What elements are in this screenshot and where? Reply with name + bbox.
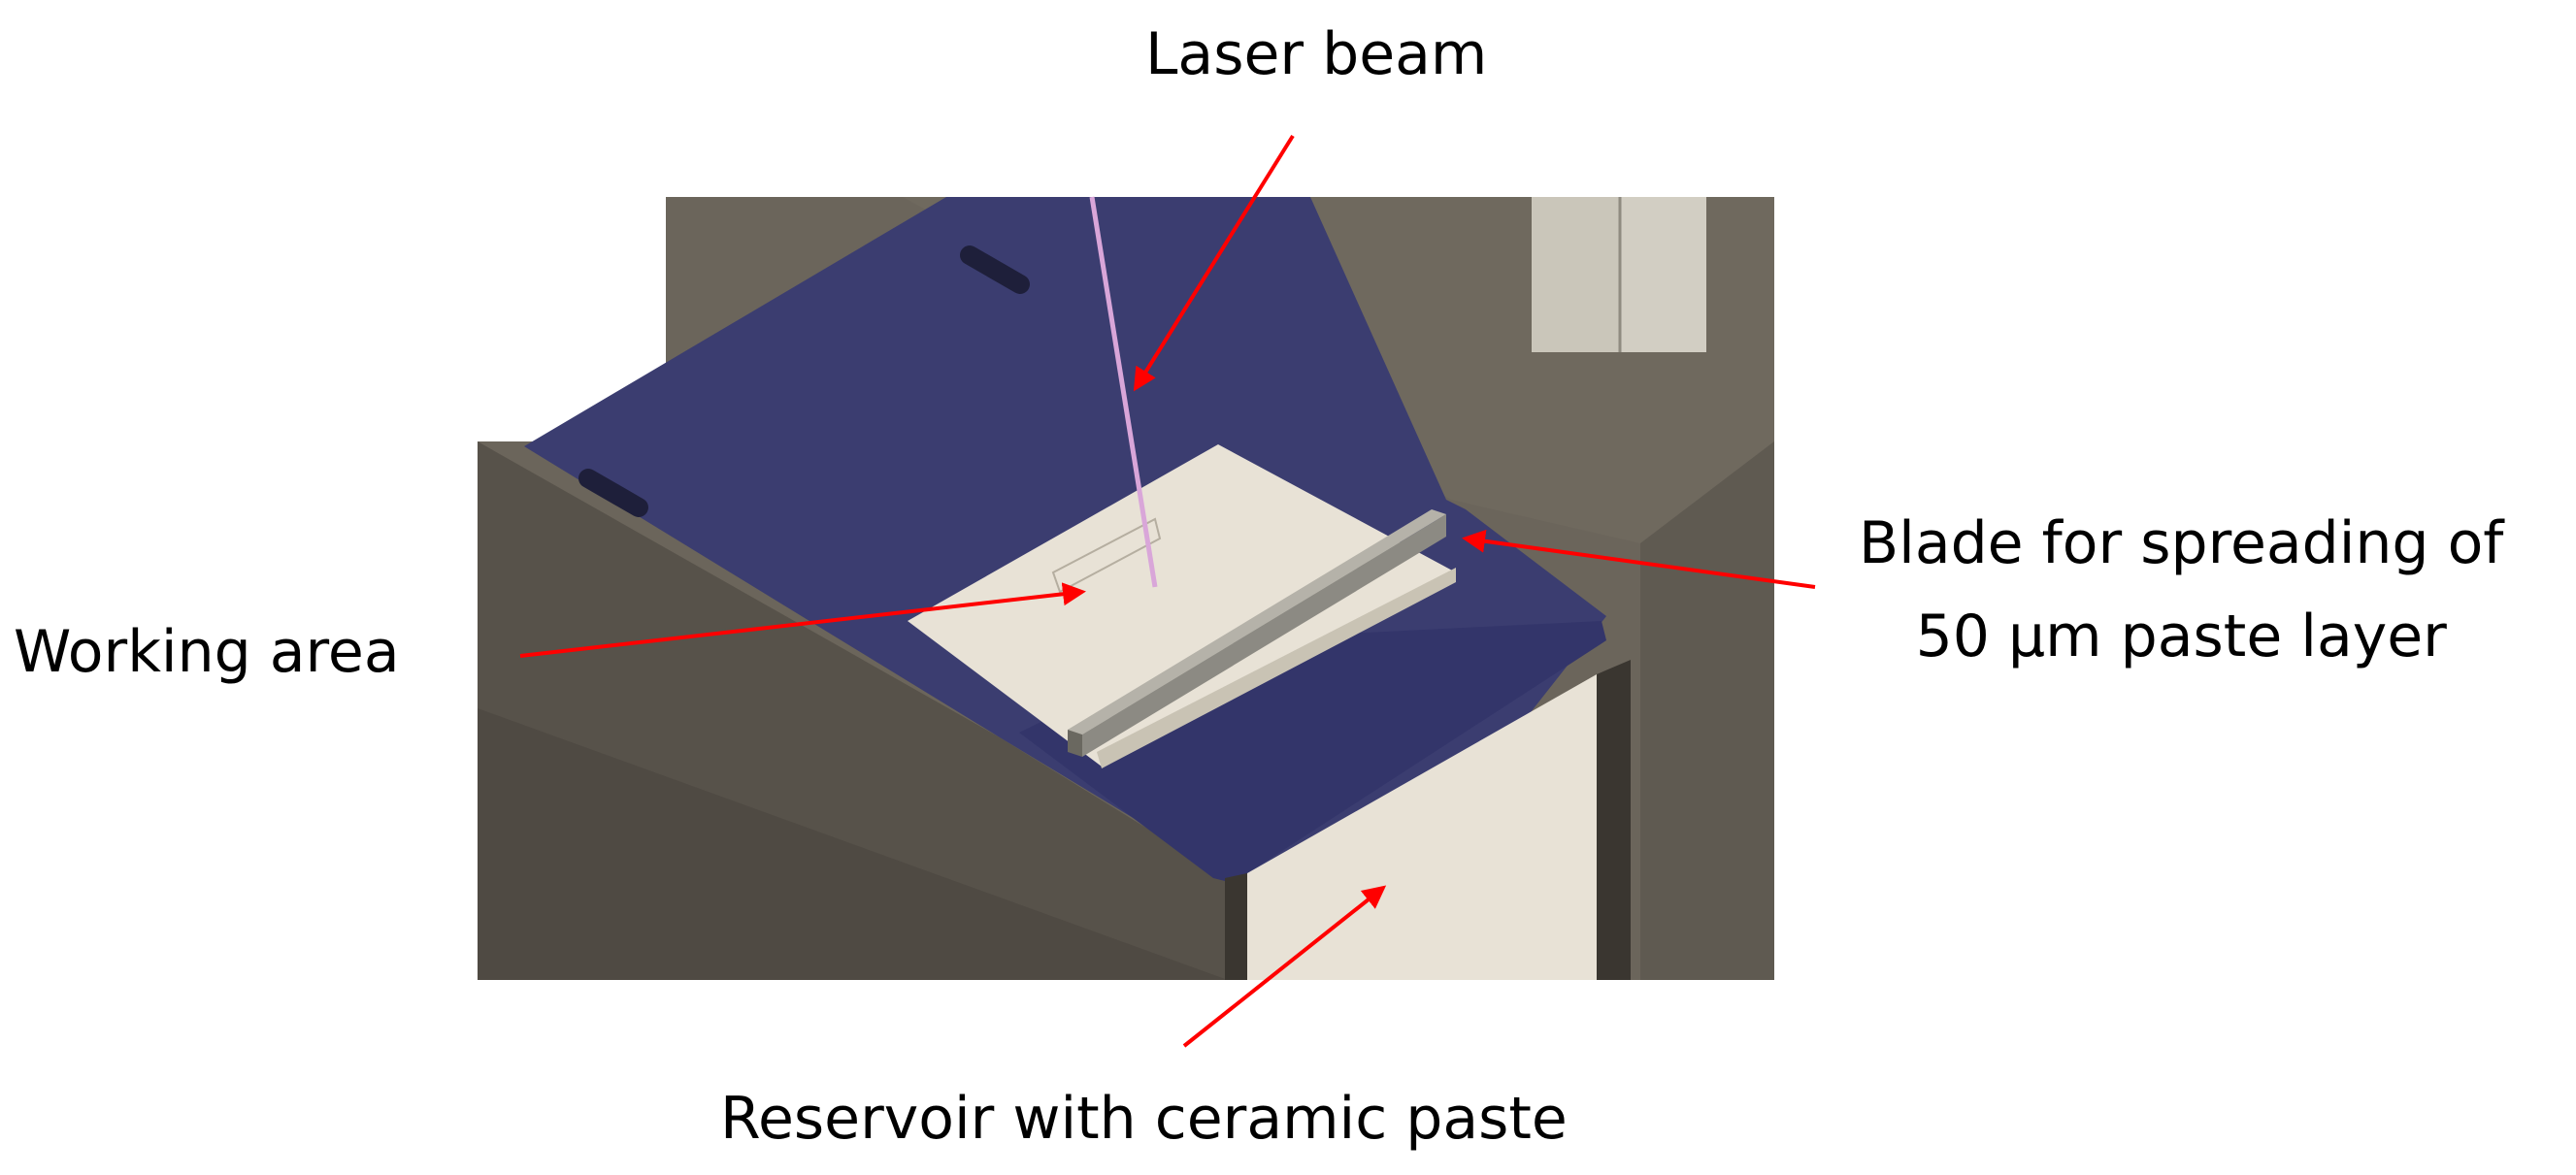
vertical-pillar-right [1621, 197, 1706, 352]
arrow-blade [1462, 529, 1816, 589]
blade-top [1068, 509, 1446, 734]
laser-beam-label: Laser beam [1145, 20, 1488, 88]
blade-label-line2: 50 µm paste layer [1915, 603, 2447, 670]
laser-beam-line [1089, 196, 1158, 588]
arrow-working-area [519, 582, 1086, 658]
blade [1068, 509, 1446, 757]
plate-slot-left [578, 469, 648, 517]
blade-long-face [1082, 514, 1446, 757]
arrow-reservoir [1182, 885, 1387, 1048]
vertical-pillar-left [1532, 197, 1619, 352]
reservoir-right-edge [1597, 660, 1631, 980]
plate-slot-top [960, 245, 1030, 294]
blade-label-line1: Blade for spreading of [1859, 509, 2504, 577]
annotation-arrows [519, 134, 1816, 1048]
paste-bed-edge [1097, 568, 1456, 768]
working-area-outline [1051, 517, 1162, 594]
reservoir [1225, 660, 1631, 980]
blade-face [1068, 730, 1082, 757]
paste-bed [908, 444, 1456, 767]
blade-label: Blade for spreading of 50 µm paste layer [1859, 497, 2503, 683]
working-area [908, 444, 1456, 768]
machine-front-lower [478, 708, 1228, 980]
reservoir-front [1247, 674, 1597, 980]
reservoir-label: Reservoir with ceramic paste [720, 1085, 1568, 1153]
reservoir-side [1225, 873, 1247, 980]
working-area-label: Working area [14, 618, 400, 686]
arrow-laser-beam [1133, 134, 1295, 392]
